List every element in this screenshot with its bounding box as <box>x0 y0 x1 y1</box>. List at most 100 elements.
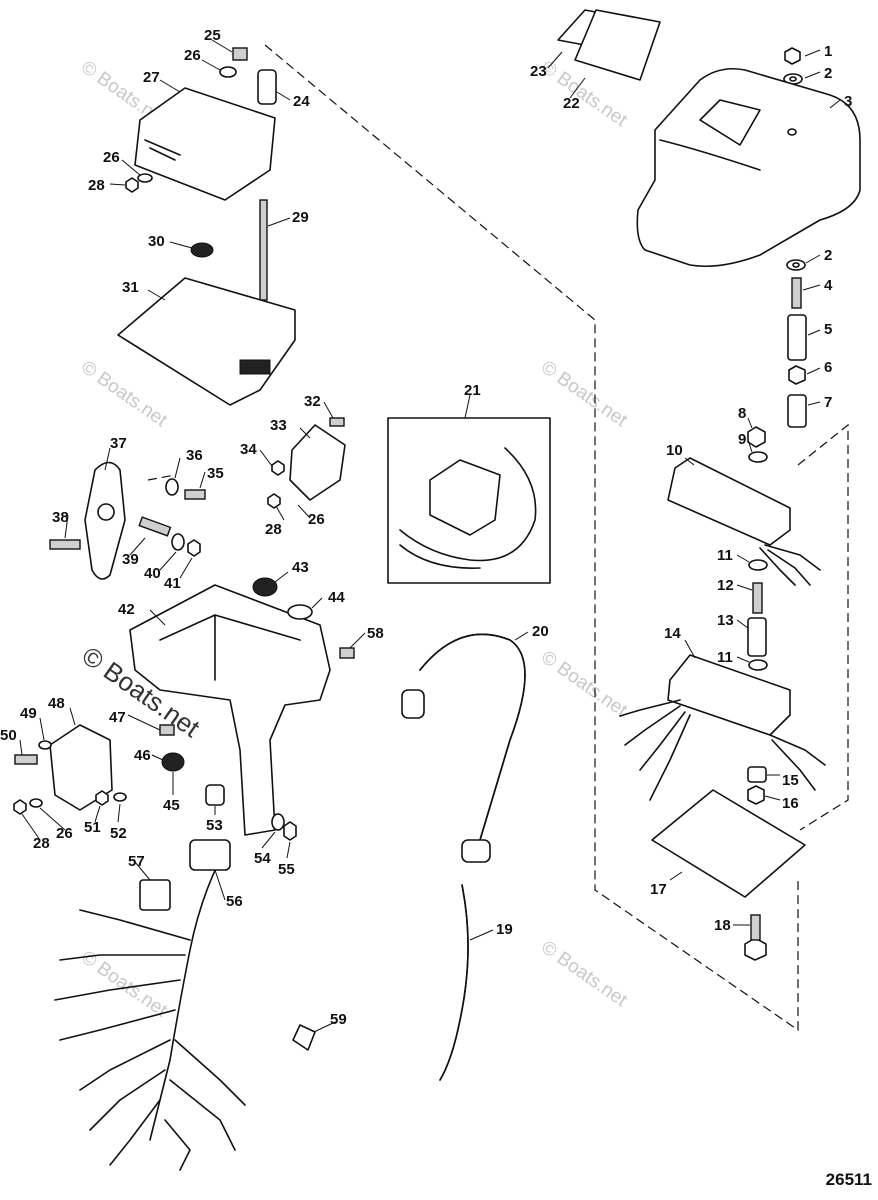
callout-51: 51 <box>84 819 101 836</box>
callout-27: 27 <box>143 69 160 86</box>
callout-40: 40 <box>144 565 161 582</box>
part-27-module <box>134 87 276 201</box>
part-24-spacer <box>257 69 277 105</box>
callout-24: 24 <box>293 93 310 110</box>
callout-26b: 26 <box>103 149 120 166</box>
part-26-washer <box>219 66 237 78</box>
part-38-stud <box>49 539 81 550</box>
part-12-stud <box>752 582 763 614</box>
callout-12: 12 <box>717 577 734 594</box>
callout-29: 29 <box>292 209 309 226</box>
callout-3: 3 <box>844 93 852 110</box>
part-4-stud <box>791 277 802 309</box>
part-40-washer <box>171 533 185 551</box>
part-37-bracket <box>84 461 126 580</box>
part-54-washer <box>271 813 285 831</box>
part-8-nut <box>747 426 766 448</box>
part-16-nut <box>747 785 765 805</box>
part-30-grommet <box>190 242 214 258</box>
watermark: © Boats.net <box>537 937 631 1012</box>
callout-32: 32 <box>304 393 321 410</box>
part-23-gasket <box>557 9 661 81</box>
part-25-screw <box>232 47 248 61</box>
callout-28b: 28 <box>265 521 282 538</box>
callout-30: 30 <box>148 233 165 250</box>
part-26-washer-b <box>137 173 153 183</box>
part-26-washer-c <box>29 798 43 808</box>
part-35-bolt <box>184 489 206 500</box>
part-55-nut <box>283 821 297 841</box>
callout-42: 42 <box>118 601 135 618</box>
callout-56: 56 <box>226 893 243 910</box>
part-58-screw <box>339 647 355 659</box>
callout-4: 4 <box>824 277 833 294</box>
part-39-stud <box>138 516 172 537</box>
part-31-plate <box>117 277 296 406</box>
part-13-spacer <box>747 617 767 657</box>
part-49-washer <box>38 740 52 750</box>
part-28-nut <box>125 177 139 193</box>
callout-22: 22 <box>563 95 580 112</box>
part-42-bracket <box>129 584 331 836</box>
callout-21: 21 <box>464 382 481 399</box>
callout-23: 23 <box>530 63 547 80</box>
callout-38: 38 <box>52 509 69 526</box>
part-52-washer <box>113 792 127 802</box>
callout-49: 49 <box>20 705 37 722</box>
callout-2: 2 <box>824 65 832 82</box>
watermark: © Boats.net <box>537 357 631 432</box>
part-11-washer <box>748 559 768 571</box>
callout-28: 28 <box>88 177 105 194</box>
callout-26d: 26 <box>56 825 73 842</box>
callout-1: 1 <box>824 43 832 60</box>
part-36-washer <box>165 478 179 496</box>
callout-17: 17 <box>650 881 667 898</box>
callout-5: 5 <box>824 321 832 338</box>
callout-59: 59 <box>330 1011 347 1028</box>
callout-11b: 11 <box>717 649 733 666</box>
callout-48: 48 <box>48 695 65 712</box>
callout-37: 37 <box>110 435 127 452</box>
part-44-washer <box>287 604 313 620</box>
part-59-clip <box>292 1024 316 1051</box>
callout-13: 13 <box>717 612 734 629</box>
leader-lines <box>19 39 841 1033</box>
part-3-cover <box>636 67 861 268</box>
part-33-coil <box>289 424 346 501</box>
callout-54: 54 <box>254 850 271 867</box>
part-5-spacer <box>787 314 807 361</box>
callout-26c: 26 <box>308 511 325 528</box>
callout-18: 18 <box>714 917 731 934</box>
callout-9: 9 <box>738 431 746 448</box>
part-21-coil-kit <box>387 417 551 584</box>
callout-44: 44 <box>328 589 345 606</box>
callout-28c: 28 <box>33 835 50 852</box>
callout-39: 39 <box>122 551 139 568</box>
callout-11: 11 <box>717 547 733 564</box>
callout-31: 31 <box>122 279 139 296</box>
watermark: © Boats.net <box>537 647 631 722</box>
part-29-stud <box>259 199 268 301</box>
callout-14: 14 <box>664 625 681 642</box>
part-1-nut <box>784 47 801 65</box>
assembly-dashed-lines <box>147 44 849 1032</box>
part-17-plate <box>651 789 806 898</box>
callout-7: 7 <box>824 394 832 411</box>
callout-35: 35 <box>207 465 224 482</box>
callout-47: 47 <box>109 709 126 726</box>
callout-20: 20 <box>532 623 549 640</box>
part-46-grommet <box>161 752 185 772</box>
callout-26: 26 <box>184 47 201 64</box>
callout-8: 8 <box>738 405 746 422</box>
callout-41: 41 <box>164 575 181 592</box>
watermark: © Boats.net <box>77 947 171 1022</box>
callout-numbers: 1 2 3 2 4 5 6 7 8 9 10 11 12 13 11 14 15… <box>0 27 852 1028</box>
part-43-grommet <box>252 577 278 597</box>
part-15-spacer <box>747 766 767 783</box>
callout-58: 58 <box>367 625 384 642</box>
part-34-nut <box>271 460 285 476</box>
callout-2b: 2 <box>824 247 832 264</box>
part-57-grommet <box>139 879 171 911</box>
part-28-nut-c <box>13 799 27 815</box>
